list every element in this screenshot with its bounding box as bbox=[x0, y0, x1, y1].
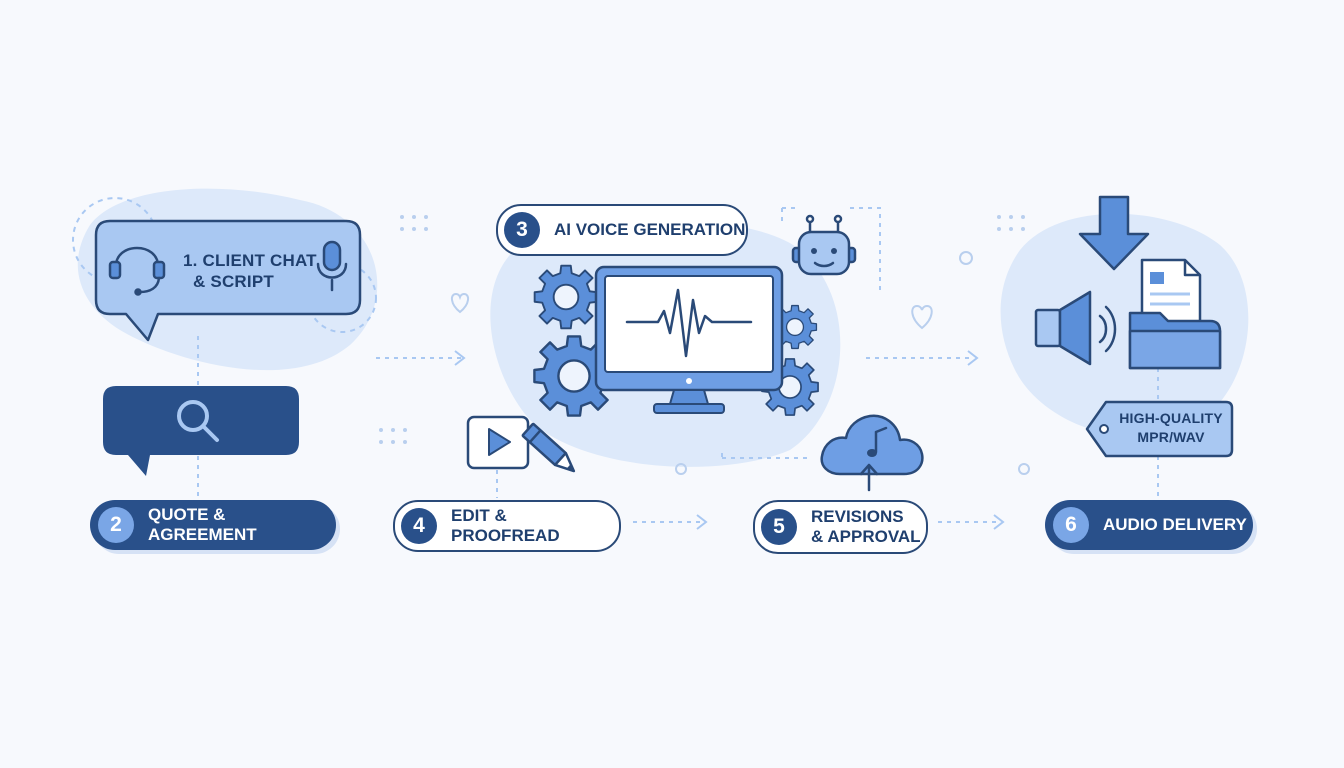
search-icon bbox=[177, 400, 219, 442]
step6-number: 6 bbox=[1053, 507, 1089, 543]
step5-label-line2: & APPROVAL bbox=[811, 527, 921, 546]
tag-label-line1: HIGH-QUALITY bbox=[1119, 410, 1223, 426]
step6-label: AUDIO DELIVERY bbox=[1103, 515, 1247, 534]
step6-pill: 6 AUDIO DELIVERY bbox=[1045, 500, 1253, 550]
step2-pill: 2 QUOTE & AGREEMENT bbox=[90, 500, 336, 550]
connector-lines bbox=[197, 207, 1159, 523]
headset-icon bbox=[108, 246, 166, 296]
step5-number: 5 bbox=[761, 509, 797, 545]
cloud-music-icon bbox=[820, 414, 924, 492]
decor-dot-grid bbox=[400, 215, 428, 231]
step1-label-line1: 1. CLIENT CHAT bbox=[183, 251, 317, 270]
decor-dashed-circle bbox=[307, 263, 377, 333]
microphone-icon bbox=[316, 240, 348, 292]
decor-dot-grid bbox=[997, 215, 1025, 231]
tag-label-line2: MPR/WAV bbox=[1137, 429, 1205, 445]
heart-icon bbox=[450, 292, 470, 314]
heart-icon bbox=[911, 304, 933, 330]
tag-shape bbox=[1085, 400, 1234, 458]
step5-label-line1: REVISIONS bbox=[811, 507, 904, 526]
search-bubble bbox=[103, 386, 299, 476]
step5-label: REVISIONS & APPROVAL bbox=[811, 507, 921, 547]
step2-label: QUOTE & AGREEMENT bbox=[148, 505, 257, 544]
connector-arrowheads bbox=[454, 350, 1005, 530]
step4-pill: 4 EDIT & PROOFREAD bbox=[393, 500, 621, 552]
download-arrow-icon bbox=[1078, 195, 1150, 271]
step1-label-line2: & SCRIPT bbox=[193, 272, 274, 291]
decor-ring bbox=[1018, 463, 1030, 475]
step2-number: 2 bbox=[98, 507, 134, 543]
step3-number: 3 bbox=[504, 212, 540, 248]
step5-pill: 5 REVISIONS & APPROVAL bbox=[753, 500, 928, 554]
chat-bubble bbox=[94, 219, 362, 342]
video-play-icon bbox=[466, 415, 530, 470]
step4-number: 4 bbox=[401, 508, 437, 544]
waveform-icon bbox=[625, 288, 753, 358]
folder-icon bbox=[1128, 311, 1222, 370]
robot-icon bbox=[791, 214, 857, 276]
step4-label: EDIT & PROOFREAD bbox=[451, 506, 560, 545]
decor-ring bbox=[675, 463, 687, 475]
decor-ring bbox=[959, 251, 973, 265]
step3-label: AI VOICE GENERATION bbox=[554, 220, 746, 239]
decor-dot-grid bbox=[379, 428, 407, 444]
speaker-icon bbox=[1034, 290, 1117, 366]
pencil-icon bbox=[521, 422, 576, 473]
step3-pill: 3 AI VOICE GENERATION bbox=[496, 204, 748, 256]
